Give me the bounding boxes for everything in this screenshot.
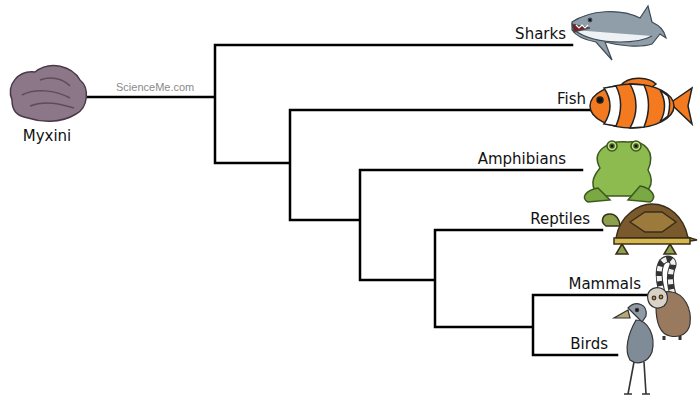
lemur-figure [648, 259, 691, 340]
taxon-label: Mammals [568, 276, 641, 293]
shark-figure [572, 6, 666, 60]
hagfish-figure [10, 66, 86, 122]
taxon-label: Amphibians [478, 151, 566, 168]
taxon-label: Sharks [515, 26, 566, 43]
watermark: ScienceMe.com [116, 81, 194, 93]
taxon-label: Myxini [23, 128, 72, 145]
tree-branches [88, 45, 652, 355]
taxon-label: Fish [557, 91, 586, 108]
taxon-label: Birds [570, 336, 608, 353]
bird-figure [614, 304, 653, 394]
turtle-figure [603, 204, 697, 254]
taxon-label: Reptiles [530, 211, 590, 228]
frog-figure [584, 141, 653, 202]
clownfish-figure [590, 78, 692, 128]
